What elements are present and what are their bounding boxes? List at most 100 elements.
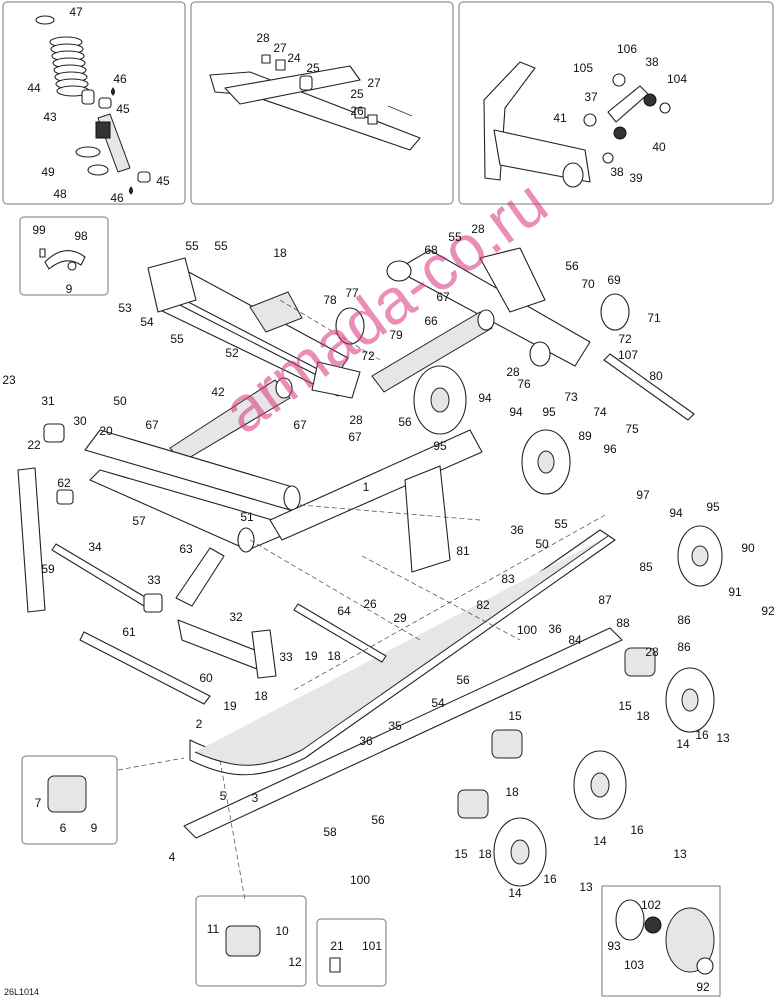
part-label-l91: 91: [728, 585, 742, 599]
part-label-l94b: 94: [509, 405, 523, 419]
part-label-l63: 63: [179, 542, 193, 556]
part-label-l33b: 33: [279, 650, 293, 664]
part-label-l13a: 13: [716, 731, 730, 745]
part-label-l100b: 100: [350, 873, 370, 887]
part-label-l35: 35: [388, 719, 402, 733]
part-label-l82: 82: [476, 598, 490, 612]
part-label-l71: 71: [647, 311, 661, 325]
part-label-l73: 73: [564, 390, 578, 404]
slider-inset-10: [225, 925, 261, 957]
part-label-l47: 47: [69, 5, 83, 19]
spacer-15b: [491, 729, 523, 759]
inset-box-shock-spring: [2, 1, 186, 205]
part-label-l50b: 50: [535, 537, 549, 551]
part-label-l12: 12: [288, 955, 302, 969]
part-label-l49: 49: [41, 165, 55, 179]
part-label-l105: 105: [573, 61, 593, 75]
shock-66: [371, 309, 495, 393]
part-label-l22: 22: [27, 438, 41, 452]
part-label-l44: 44: [27, 81, 41, 95]
inset-box-front-arm: [190, 1, 454, 205]
part-label-l15a: 15: [618, 699, 632, 713]
part-label-l60: 60: [199, 671, 213, 685]
part-label-l67a: 67: [436, 290, 450, 304]
part-label-l58: 58: [323, 825, 337, 839]
lower-arm-20: [84, 429, 301, 553]
stopper-inset-6: [47, 775, 87, 813]
part-label-l28a: 28: [256, 31, 270, 45]
part-label-l9b: 9: [91, 821, 98, 835]
part-label-l19b: 19: [223, 699, 237, 713]
part-label-l11: 11: [207, 922, 220, 936]
part-label-l75: 75: [625, 422, 639, 436]
part-label-l99: 99: [32, 223, 46, 237]
part-label-l87: 87: [598, 593, 612, 607]
idler-wheel-14b: [573, 750, 627, 820]
part-label-l42: 42: [211, 385, 225, 399]
part-label-l14b: 14: [593, 834, 607, 848]
part-label-l54: 54: [140, 315, 154, 329]
part-label-l25a: 25: [306, 61, 320, 75]
part-label-l89: 89: [578, 429, 592, 443]
part-label-l55e: 55: [554, 517, 568, 531]
part-label-l19a: 19: [304, 649, 318, 663]
part-label-l59: 59: [41, 562, 55, 576]
part-label-l23: 23: [2, 373, 16, 387]
front-arm-52: [147, 257, 361, 399]
part-label-l45a: 45: [116, 102, 130, 116]
part-label-l72a: 72: [361, 349, 375, 363]
part-label-l69: 69: [607, 273, 621, 287]
rail-1: [269, 429, 483, 573]
part-label-l10: 10: [275, 924, 289, 938]
part-label-l100a: 100: [517, 623, 537, 637]
part-label-l55b: 55: [214, 239, 228, 253]
part-label-l18f: 18: [478, 847, 492, 861]
axle-64: [293, 603, 387, 663]
idler-wheel-95a: [413, 365, 467, 435]
part-label-l101: 101: [362, 939, 382, 953]
part-label-l52: 52: [225, 346, 239, 360]
part-label-l104: 104: [667, 72, 687, 86]
part-label-l55a: 55: [185, 239, 199, 253]
part-label-l15b: 15: [508, 709, 522, 723]
part-label-l95b: 95: [433, 439, 447, 453]
part-label-l92b: 92: [696, 980, 710, 994]
clip-98-part: [39, 248, 86, 271]
part-label-l5: 5: [220, 789, 227, 803]
part-label-l50a: 50: [113, 394, 127, 408]
idler-wheel-69: [600, 293, 630, 331]
idler-wheel-14a: [665, 667, 715, 733]
part-label-l38b: 38: [610, 165, 624, 179]
part-label-l96: 96: [603, 442, 617, 456]
part-label-l34: 34: [88, 540, 102, 554]
part-label-l38a: 38: [645, 55, 659, 69]
part-label-l21: 21: [330, 939, 344, 953]
part-label-l92a: 92: [761, 604, 775, 618]
idler-wheel-95b: [521, 429, 571, 495]
shock-spring-assembly: [35, 15, 151, 195]
slide-rail: [189, 529, 616, 776]
part-label-l55c: 55: [448, 230, 462, 244]
part-label-l72b: 72: [618, 332, 632, 346]
diagram-ref-code: 26L1014: [4, 987, 39, 997]
inset-box-stopper-6: [21, 755, 118, 845]
part-label-l28b: 28: [471, 222, 485, 236]
part-label-l2: 2: [196, 717, 203, 731]
part-label-l103: 103: [624, 958, 644, 972]
part-label-l32: 32: [229, 610, 243, 624]
inset-box-slider-10: [195, 895, 307, 987]
part-label-l78: 78: [323, 293, 337, 307]
part-label-l39: 39: [629, 171, 643, 185]
part-label-l18d: 18: [636, 709, 650, 723]
part-label-l24: 24: [287, 51, 301, 65]
part-label-l67c: 67: [145, 418, 159, 432]
part-label-l48: 48: [53, 187, 67, 201]
part-label-l81: 81: [456, 544, 470, 558]
part-label-l30: 30: [73, 414, 87, 428]
inset-box-grease-21: [316, 918, 387, 987]
part-label-l4: 4: [169, 850, 176, 864]
part-label-l57: 57: [132, 514, 146, 528]
part-label-l56d: 56: [371, 813, 385, 827]
